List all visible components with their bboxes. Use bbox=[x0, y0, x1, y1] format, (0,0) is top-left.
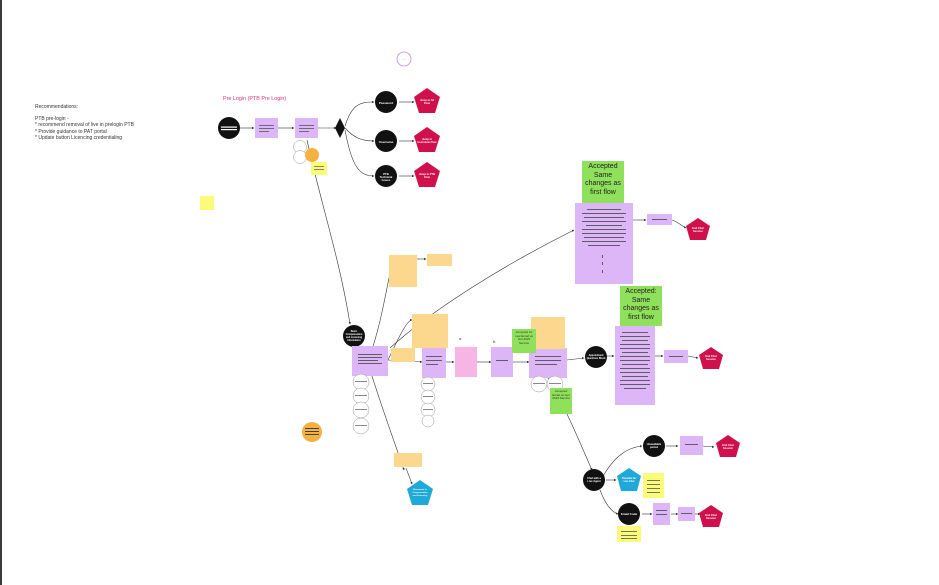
end-chat-pentagon-4[interactable] bbox=[699, 505, 723, 527]
username-node[interactable] bbox=[375, 130, 397, 152]
svg-text:End Chat: End Chat bbox=[692, 226, 704, 230]
svg-text:Flow: Flow bbox=[424, 175, 431, 179]
svg-text:···: ··· bbox=[402, 57, 406, 62]
label-a: a. bbox=[459, 336, 462, 341]
flow-block-basic[interactable] bbox=[352, 346, 388, 376]
email-code-node[interactable] bbox=[618, 503, 640, 525]
recommendations-heading: Recommendations: bbox=[35, 104, 79, 110]
svg-text:period: period bbox=[650, 445, 658, 449]
flow-step-email-code-2[interactable] bbox=[678, 507, 695, 521]
svg-text:Compensation: Compensation bbox=[412, 491, 428, 494]
more-node[interactable] bbox=[396, 51, 412, 67]
sticky-note-translate[interactable] bbox=[643, 473, 664, 498]
unavailable-node[interactable] bbox=[643, 435, 665, 457]
flow-block-appointment[interactable] bbox=[615, 326, 655, 405]
svg-text:Translate for: Translate for bbox=[622, 477, 636, 480]
svg-text:Password: Password bbox=[379, 101, 393, 105]
svg-text:Jump to: Jump to bbox=[422, 137, 433, 141]
flow-block-email[interactable] bbox=[529, 348, 567, 378]
svg-text:Technical: Technical bbox=[380, 175, 393, 179]
svg-text:Information: Information bbox=[347, 339, 361, 342]
end-chat-pentagon-3[interactable] bbox=[716, 435, 740, 457]
sticky-note-left[interactable] bbox=[200, 196, 214, 210]
svg-text:Jump to PTB: Jump to PTB bbox=[419, 172, 435, 176]
comment-dot-lower[interactable] bbox=[302, 422, 322, 442]
svg-text:and Licensing: and Licensing bbox=[346, 336, 363, 339]
password-node[interactable] bbox=[375, 91, 397, 113]
svg-text:Session: Session bbox=[723, 446, 733, 450]
flow-block-b[interactable] bbox=[491, 347, 513, 377]
sticky-comment-5[interactable] bbox=[531, 317, 565, 349]
sticky-comment-4[interactable] bbox=[391, 348, 415, 362]
sticky-comment-3[interactable] bbox=[412, 314, 448, 348]
label-b: b. bbox=[493, 339, 496, 344]
sticky-note-email-code[interactable] bbox=[617, 526, 641, 542]
svg-text:Compensation: Compensation bbox=[346, 333, 363, 336]
sticky-comment-1[interactable] bbox=[389, 255, 417, 287]
end-chat-pentagon-2[interactable] bbox=[699, 347, 723, 369]
reconnect-pentagon[interactable] bbox=[407, 480, 433, 505]
ptb-technical-node[interactable] bbox=[375, 165, 397, 187]
svg-text:Jump to All: Jump to All bbox=[420, 98, 434, 102]
svg-text:End Chat: End Chat bbox=[705, 354, 717, 358]
svg-text:End Chat: End Chat bbox=[722, 443, 734, 447]
svg-text:Username Flow: Username Flow bbox=[417, 140, 437, 144]
green-note-2[interactable]: Accepted for new Email us Get 2023 Servi… bbox=[512, 329, 536, 353]
recommendation-item: * Update button Licencing credentialing bbox=[35, 134, 123, 141]
svg-text:and Licensing: and Licensing bbox=[413, 495, 428, 497]
comment-dot[interactable] bbox=[305, 148, 319, 162]
svg-text:Session: Session bbox=[706, 357, 716, 361]
svg-text:PTB: PTB bbox=[383, 172, 389, 176]
accepted-note-2[interactable]: Accepted: Same changes as first flow bbox=[620, 286, 662, 326]
recommendation-item: * recommend removal of live in prelogin … bbox=[35, 122, 134, 129]
svg-text:Basic: Basic bbox=[351, 330, 358, 333]
sticky-comment-6[interactable] bbox=[394, 453, 422, 467]
svg-text:Issues: Issues bbox=[382, 178, 391, 182]
svg-text:Email Code: Email Code bbox=[621, 512, 638, 516]
appointment-node[interactable] bbox=[585, 346, 607, 368]
svg-text:Flow: Flow bbox=[424, 101, 431, 105]
flow-step-unavailable[interactable] bbox=[680, 436, 703, 455]
jump-ptb-pentagon[interactable] bbox=[414, 162, 440, 187]
recommendation-item: * Provide guidance to PAT portal bbox=[35, 128, 107, 135]
decision-diamond[interactable] bbox=[335, 118, 345, 138]
chat-live-agent-node[interactable] bbox=[583, 469, 605, 491]
svg-text:Session: Session bbox=[693, 229, 703, 233]
svg-text:End Chat: End Chat bbox=[705, 513, 717, 517]
flow-block-a[interactable] bbox=[455, 347, 477, 377]
svg-text:Username: Username bbox=[379, 140, 394, 144]
end-chat-pentagon-1[interactable] bbox=[686, 218, 710, 240]
jump-username-pentagon[interactable] bbox=[414, 127, 440, 152]
svg-text:Chat with a: Chat with a bbox=[587, 476, 601, 480]
flow-block-2[interactable] bbox=[422, 348, 446, 378]
flow-block-top[interactable] bbox=[575, 203, 633, 284]
svg-text:Reconnect to: Reconnect to bbox=[413, 488, 428, 491]
recommendations-subheading: PTB pre-login - bbox=[35, 116, 69, 123]
sticky-comment-2[interactable] bbox=[427, 254, 452, 266]
flow-title: Pre Login (PTB Pre Login) bbox=[223, 96, 287, 102]
svg-text:Appointment: Appointment bbox=[589, 354, 604, 357]
sticky-note[interactable] bbox=[311, 162, 327, 175]
svg-text:Live Chat: Live Chat bbox=[624, 480, 635, 483]
svg-text:Live Agent: Live Agent bbox=[587, 479, 600, 483]
translate-pentagon[interactable] bbox=[617, 468, 641, 491]
green-note-1[interactable]: Accepted Email us Get 2023 Service bbox=[550, 388, 572, 414]
recommendations-note: Recommendations: PTB pre-login - * recom… bbox=[35, 104, 134, 141]
svg-text:Unavailable: Unavailable bbox=[647, 442, 662, 446]
jump-all-pentagon[interactable] bbox=[414, 88, 440, 113]
svg-text:Questions Block: Questions Block bbox=[587, 357, 607, 360]
accepted-note-1[interactable]: Accepted Same changes as first flow bbox=[582, 161, 624, 203]
start-node[interactable] bbox=[218, 117, 240, 139]
basic-comp-node[interactable] bbox=[343, 325, 365, 347]
svg-text:Session: Session bbox=[706, 516, 716, 520]
